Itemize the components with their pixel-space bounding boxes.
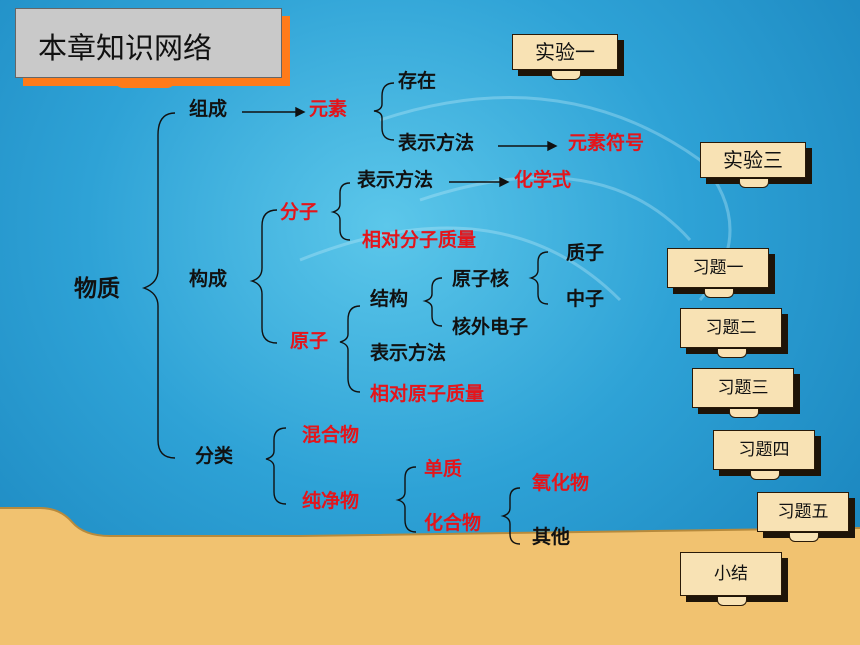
brace-compound: [500, 487, 521, 545]
element-node: 元素: [309, 98, 348, 120]
atom-node: 原子: [290, 330, 329, 352]
element-symbol-node: 元素符号: [568, 132, 645, 154]
brace-element: [373, 82, 395, 141]
experiment-3-button[interactable]: 实验三: [700, 142, 806, 188]
relative-atomic-mass-node: 相对原子质量: [370, 383, 485, 405]
sand-ground: [0, 508, 860, 645]
exercise-1-button[interactable]: 习题一: [667, 248, 769, 298]
experiment-1-label: 实验一: [535, 40, 595, 64]
root-matter: 物质: [74, 276, 120, 302]
pure-substance-node: 纯净物: [302, 490, 360, 512]
exercise-4-button[interactable]: 习题四: [713, 430, 815, 480]
title-box: 本章知识网络: [15, 8, 282, 78]
molecule-representation-node: 表示方法: [357, 169, 434, 191]
brace-atom-structure: [422, 277, 443, 327]
page-title: 本章知识网络: [38, 31, 213, 65]
relative-molecular-mass-node: 相对分子质量: [362, 229, 477, 251]
classification-label: 分类: [195, 445, 234, 467]
atom-structure-node: 结构: [370, 288, 409, 310]
exists-node: 存在: [398, 70, 437, 92]
oxide-node: 氧化物: [532, 472, 590, 494]
structure-label: 构成: [189, 268, 228, 290]
arrow-head-1: [295, 106, 306, 118]
composition-label: 组成: [189, 98, 228, 120]
molecule-node: 分子: [280, 201, 319, 223]
experiment-1-button[interactable]: 实验一: [512, 34, 618, 80]
elementary-substance-node: 单质: [424, 458, 463, 480]
experiment-3-label: 实验三: [723, 148, 783, 172]
chemical-formula-node: 化学式: [514, 169, 572, 191]
atom-representation-node: 表示方法: [370, 342, 447, 364]
exercise-5-label: 习题五: [777, 502, 829, 522]
other-node: 其他: [532, 526, 571, 548]
mixture-node: 混合物: [302, 424, 360, 446]
exercise-2-button[interactable]: 习题二: [680, 308, 782, 358]
brace-structure: [249, 209, 278, 344]
sand-edge: [0, 507, 860, 537]
brace-classification: [265, 427, 287, 505]
exercise-3-button[interactable]: 习题三: [692, 368, 794, 418]
exercise-3-label: 习题三: [717, 378, 769, 398]
brace-pure: [395, 466, 417, 533]
brace-root: [141, 112, 176, 459]
brace-molecule: [330, 182, 351, 241]
exercise-1-label: 习题一: [692, 258, 744, 278]
exercise-5-button[interactable]: 习题五: [757, 492, 849, 542]
brace-nucleus: [528, 251, 549, 305]
compound-node: 化合物: [424, 512, 482, 534]
proton-node: 质子: [566, 242, 605, 264]
electron-node: 核外电子: [452, 316, 529, 338]
exercise-2-label: 习题二: [705, 318, 757, 338]
title-tab-decoration: [115, 78, 175, 88]
summary-label: 小结: [714, 564, 748, 584]
arrow-head-2: [547, 140, 558, 152]
summary-button[interactable]: 小结: [680, 552, 782, 606]
neutron-node: 中子: [566, 288, 605, 310]
arrow-head-3: [499, 176, 510, 188]
nucleus-node: 原子核: [452, 268, 510, 290]
element-representation-node: 表示方法: [398, 132, 475, 154]
exercise-4-label: 习题四: [738, 440, 790, 460]
brace-atom: [339, 305, 361, 393]
